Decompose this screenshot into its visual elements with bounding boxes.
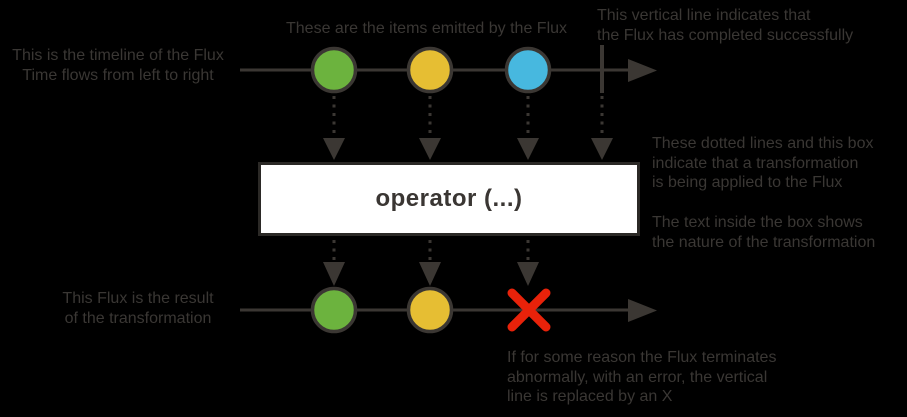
transform-arrow [517, 96, 539, 160]
arrowhead-icon [323, 262, 345, 286]
emitted-item-yellow-icon [406, 46, 454, 94]
emitted-item-blue-icon [504, 46, 552, 94]
emitted-item-green-icon [310, 46, 358, 94]
result-item-yellow-icon [406, 286, 454, 334]
annotation-error: If for some reason the Flux terminates a… [507, 349, 777, 405]
annotation-items-emitted: These are the items emitted by the Flux [286, 20, 568, 37]
operator-label: operator (...) [375, 185, 523, 212]
top-timeline [240, 45, 657, 94]
transform-arrows-top [323, 96, 613, 160]
annotation-result: This Flux is the result of the transform… [62, 290, 214, 327]
transform-arrows-bottom [323, 240, 539, 286]
arrowhead-icon [517, 262, 539, 286]
arrowhead-icon [591, 138, 613, 160]
transform-arrow [323, 240, 345, 286]
transform-arrow [517, 240, 539, 286]
top-timeline-arrowhead-icon [628, 59, 657, 82]
annotation-transform-box: These dotted lines and this box indicate… [652, 135, 874, 191]
arrowhead-icon [517, 138, 539, 160]
operator-box: operator (...) [258, 162, 640, 236]
arrowhead-icon [323, 138, 345, 160]
arrowhead-icon [419, 138, 441, 160]
transform-arrow [419, 96, 441, 160]
transform-arrow [591, 96, 613, 160]
error-x-stroke [507, 288, 551, 332]
transform-arrow [419, 240, 441, 286]
annotation-timeline: This is the timeline of the Flux Time fl… [12, 47, 224, 84]
bottom-timeline [240, 286, 657, 334]
error-x-icon [507, 288, 551, 332]
bottom-timeline-arrowhead-icon [628, 299, 657, 322]
annotation-transform-text: The text inside the box shows the nature… [652, 214, 876, 251]
annotation-complete-line: This vertical line indicates that the Fl… [597, 7, 854, 44]
result-item-green-icon [310, 286, 358, 334]
transform-arrow [323, 96, 345, 160]
arrowhead-icon [419, 262, 441, 286]
